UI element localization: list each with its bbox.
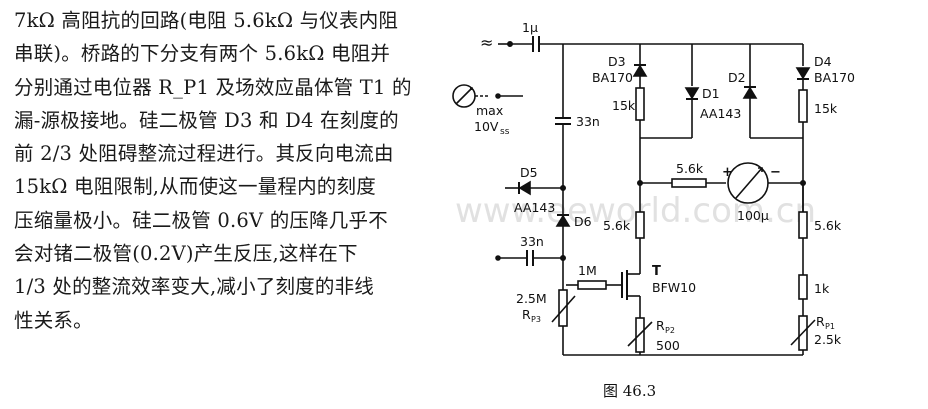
fet-label: T: [652, 264, 661, 279]
capacitor-c1-label: 1μ: [522, 20, 538, 35]
text-line-3: 分别通过电位器 R_P1 及场效应晶体管 T1 的: [14, 75, 412, 99]
pot-rp3-value: 2.5M: [516, 291, 547, 306]
text-line-8: 会对锗二极管(0.2V)产生反压,这样在下: [14, 242, 358, 266]
meter-value: 100μ: [737, 208, 769, 223]
pot-rp1-sub: P1: [825, 322, 835, 331]
capacitor-c2-label: 33n: [576, 114, 600, 129]
resistor-gate-label: 1M: [578, 263, 597, 278]
figure-caption: 图 46.3: [603, 382, 657, 400]
diode-d1-type: AA143: [700, 106, 741, 121]
fet-type: BFW10: [652, 280, 696, 295]
diode-d6-label: D6: [574, 214, 592, 229]
text-line-4: 漏-源极接地。硅二极管 D3 和 D4 在刻度的: [14, 108, 399, 132]
ac-input-label: ≈: [480, 33, 493, 52]
pot-rp2-value: 500: [656, 338, 680, 353]
resistor-1k-label: 1k: [814, 281, 830, 296]
pot-rp1-value: 2.5k: [814, 332, 842, 347]
meter-input-sub: ss: [500, 127, 510, 137]
pot-rp2-label: R: [656, 318, 665, 333]
resistor-d3-label: 15k: [612, 98, 636, 113]
diode-d2-label: D2: [728, 70, 746, 85]
pot-rp3-label: R: [522, 307, 531, 322]
pot-rp1-label: R: [816, 314, 825, 329]
pot-rp2-sub: P2: [665, 326, 675, 335]
diode-d1-label: D1: [702, 86, 720, 101]
text-line-10: 性关系。: [14, 308, 93, 332]
resistor-left-label: 5.6k: [603, 218, 631, 233]
diode-d4-label: D4: [814, 54, 832, 69]
diode-d4-type: BA170: [814, 70, 855, 85]
diode-d3-label: D3: [608, 54, 626, 69]
diode-d5-type: AA143: [514, 200, 555, 215]
text-line-5: 前 2/3 处阻碍整流过程进行。其反向电流由: [14, 142, 394, 166]
text-line-2: 串联)。桥路的下分支有两个 5.6kΩ 电阻并: [14, 42, 391, 66]
text-line-9: 1/3 处的整流效率变大,减小了刻度的非线: [14, 275, 374, 299]
text-line-1: 7kΩ 高阻抗的回路(电阻 5.6kΩ 与仪表内阻: [14, 9, 399, 32]
diode-d5-label: D5: [520, 165, 538, 180]
pot-rp3-sub: P3: [531, 315, 541, 324]
meter-minus: −: [770, 165, 781, 180]
meter-plus: +: [722, 165, 733, 180]
text-line-6: 15kΩ 电阻限制,从而使这一量程内的刻度: [14, 175, 376, 199]
body-text: 7kΩ 高阻抗的回路(电阻 5.6kΩ 与仪表内阻 串联)。桥路的下分支有两个 …: [14, 4, 434, 337]
resistor-mid-label: 5.6k: [676, 161, 704, 176]
diode-d3-type: BA170: [592, 70, 633, 85]
meter-input-volts: 10V: [474, 119, 499, 134]
resistor-right-label: 5.6k: [814, 218, 842, 233]
resistor-d4-label: 15k: [814, 101, 838, 116]
text-line-7: 压缩量极小。硅二极管 0.6V 的压降几乎不: [14, 208, 388, 232]
capacitor-c3-label: 33n: [520, 234, 544, 249]
meter-input-max: max: [476, 103, 503, 118]
